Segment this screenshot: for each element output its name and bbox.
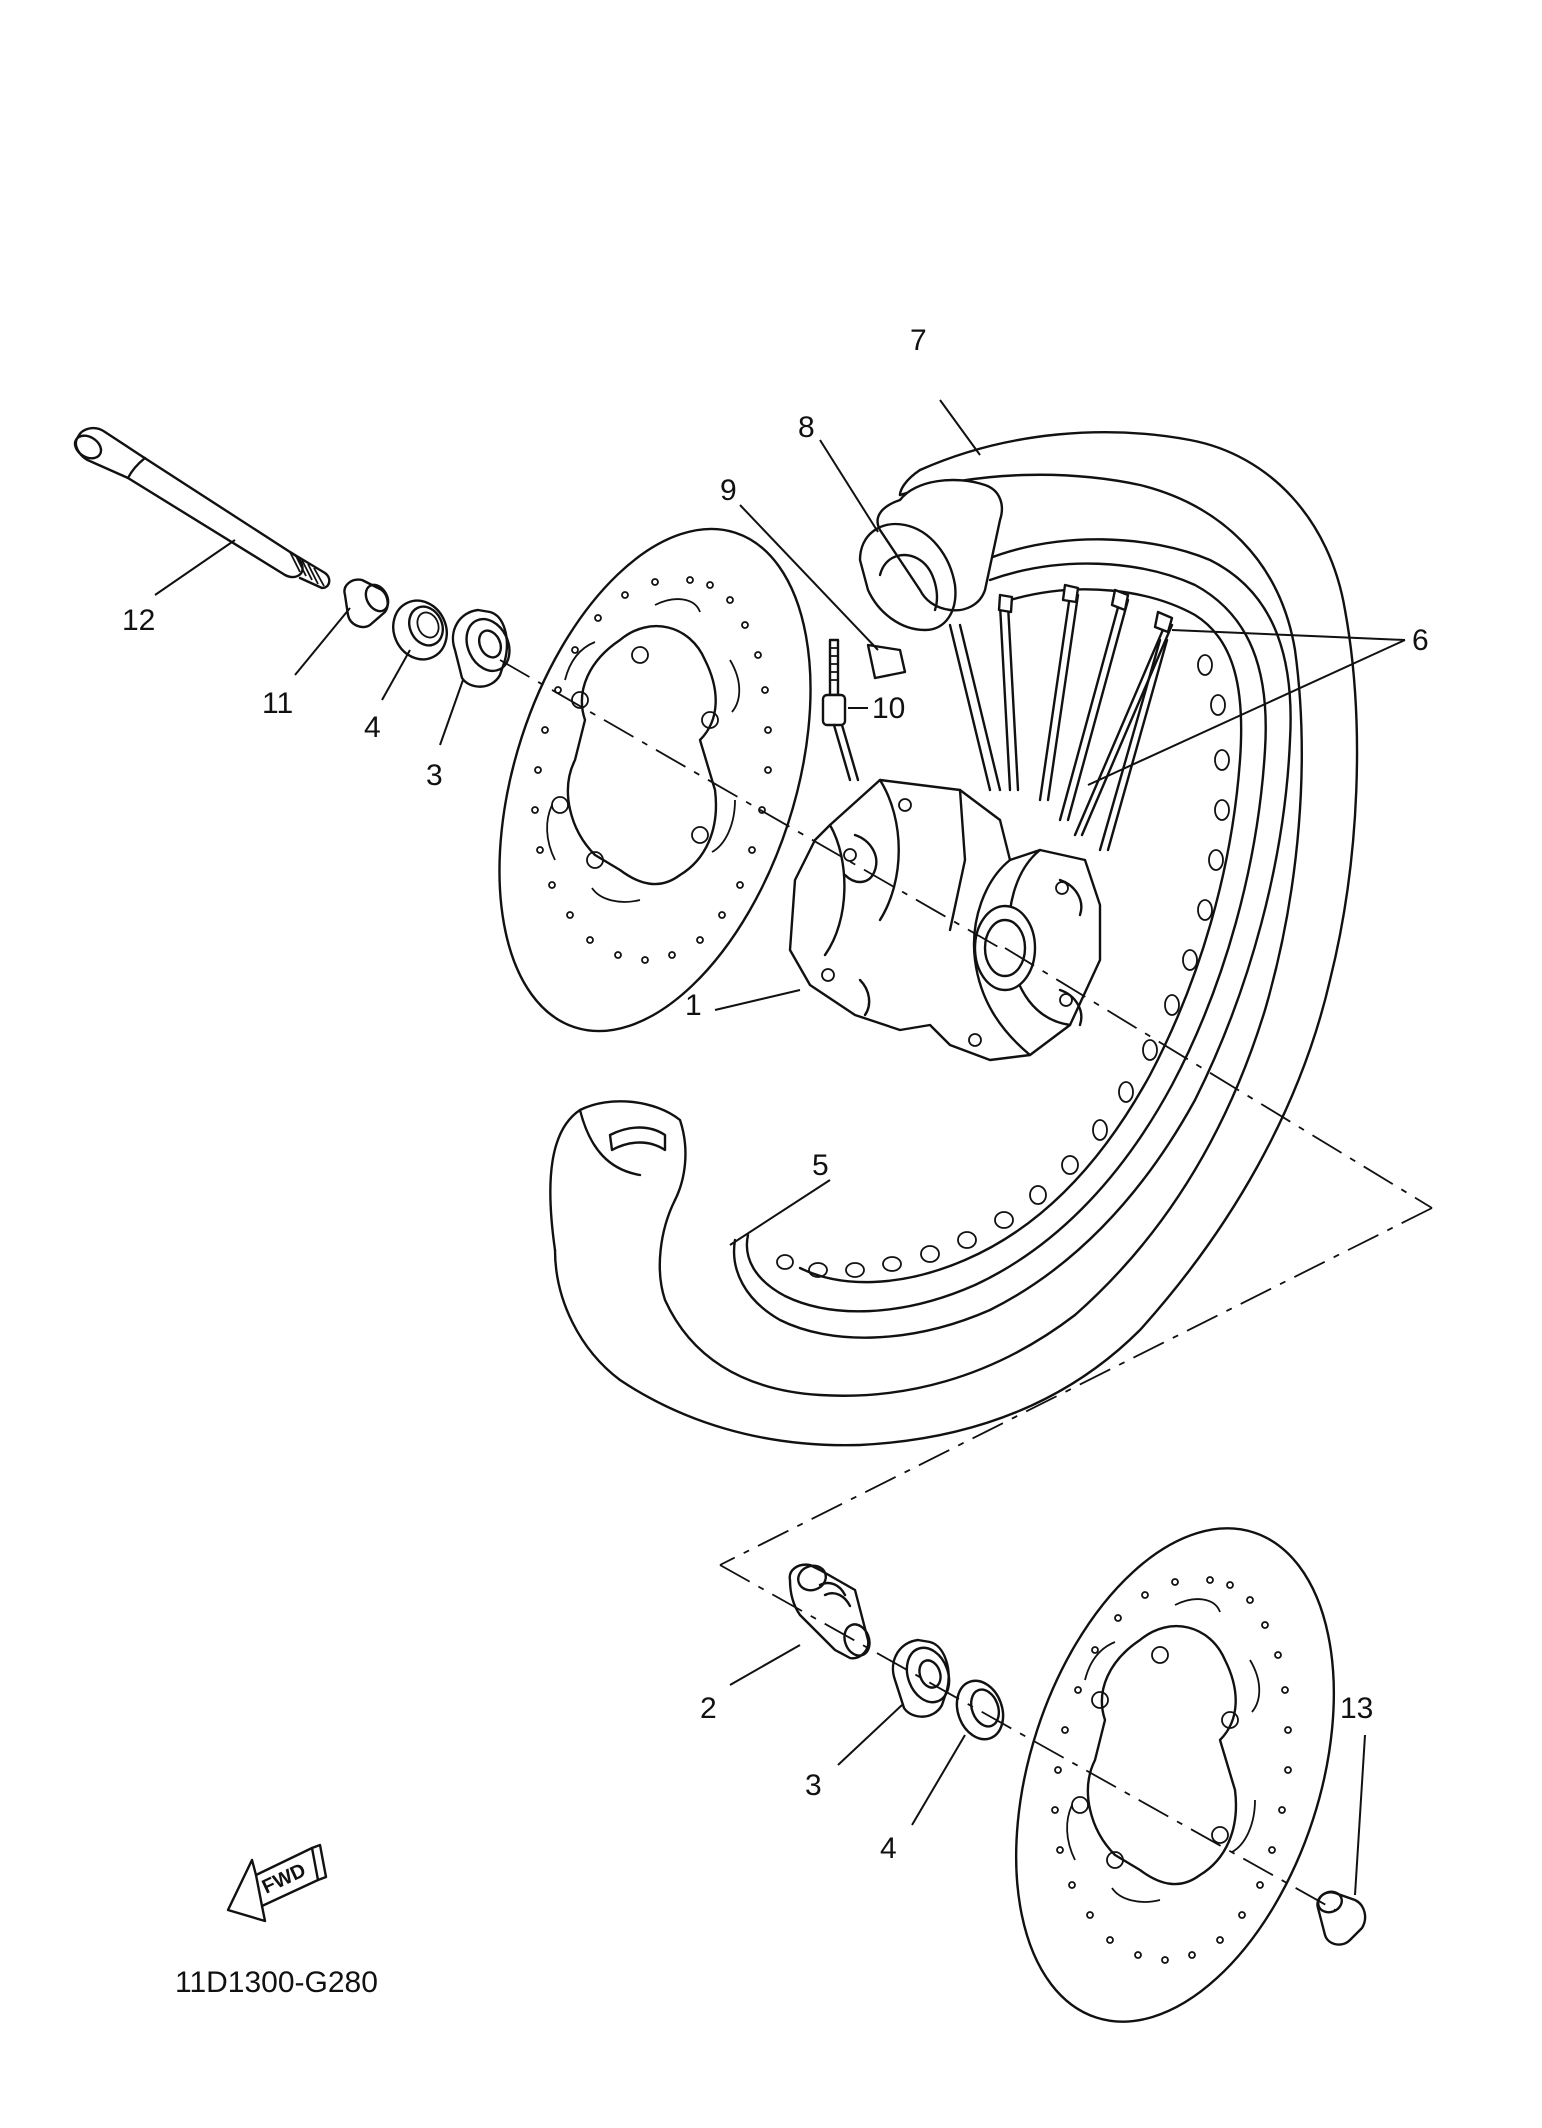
leader-lines (154, 399, 1406, 1896)
rim-spoke-holes (776, 654, 1230, 1278)
diagram-code: 11D1300-G280 (175, 1966, 378, 1999)
callout-3-lower: 3 (805, 1769, 822, 1802)
callout-3-upper: 3 (426, 759, 443, 792)
center-lines (499, 659, 1433, 1911)
callout-5: 5 (812, 1149, 829, 1182)
callout-2: 2 (700, 1692, 717, 1725)
hub (788, 778, 1102, 1062)
rim-band (866, 643, 907, 680)
callout-1: 1 (685, 989, 702, 1022)
callout-9: 9 (720, 474, 737, 507)
valve (821, 638, 860, 782)
callout-8: 8 (798, 411, 815, 444)
callout-12: 12 (122, 604, 155, 637)
fwd-arrow: FWD (226, 1843, 328, 1923)
callout-13: 13 (1340, 1692, 1373, 1725)
callout-11: 11 (262, 687, 293, 720)
axle (73, 426, 331, 590)
callout-6: 6 (1412, 624, 1429, 657)
collar-lower (788, 1563, 871, 1660)
disc-drill-holes-left (531, 576, 772, 964)
tire (549, 431, 1359, 1447)
bearing-lower (891, 1638, 951, 1718)
callout-labels: 1 2 3 3 4 4 5 6 7 8 9 10 11 12 13 (122, 324, 1429, 1865)
callout-4-lower: 4 (880, 1832, 897, 1865)
tube (858, 478, 1004, 632)
callout-4-upper: 4 (364, 711, 381, 744)
brake-disc-right (1014, 1527, 1336, 2023)
rim (732, 538, 1292, 1339)
collar-13 (1316, 1890, 1367, 1946)
oil-seal-upper (392, 599, 448, 661)
oil-seal-lower (955, 1679, 1005, 1741)
spokes (948, 583, 1174, 852)
collar (343, 578, 390, 629)
bearing-upper (451, 608, 511, 688)
callout-10: 10 (872, 692, 905, 725)
disc-drill-holes-right (1051, 1576, 1292, 1964)
callout-7: 7 (910, 324, 927, 357)
brake-disc-left (498, 527, 812, 1033)
